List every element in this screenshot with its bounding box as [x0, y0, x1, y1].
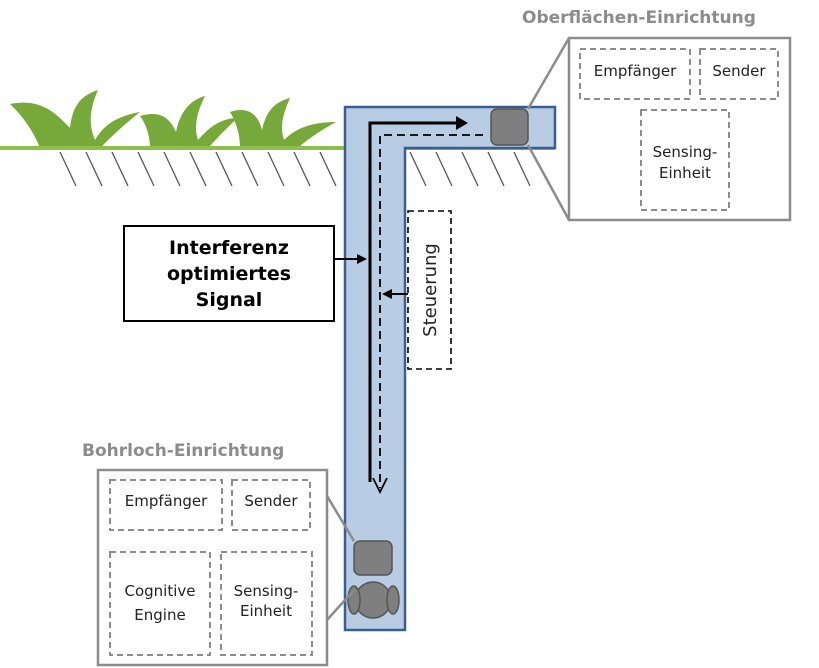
borehole-sensing-label-1: Sensing- [234, 582, 299, 600]
borehole-unit-title: Bohrloch-Einrichtung [82, 441, 284, 461]
surface-device [490, 108, 529, 146]
signal-box-line-3: Signal [196, 289, 263, 311]
borehole-device [353, 540, 393, 576]
surface-unit-title: Oberflächen-Einrichtung [522, 8, 756, 28]
signal-box [123, 225, 335, 322]
plant-3 [230, 98, 336, 148]
surface-unit-frame [567, 36, 792, 222]
signal-path-up [368, 121, 462, 482]
ground-hatching [59, 151, 531, 187]
signal-box-line-1: Interferenz [169, 237, 289, 259]
surface-connector-top [526, 37, 571, 110]
borehole-connector-bottom [326, 589, 355, 621]
borehole-receiver-label: Empfänger [125, 492, 208, 510]
surface-sensing-label-2: Einheit [659, 164, 711, 182]
surface-transmitter-box [699, 48, 779, 100]
borehole-cognitive-label-1: Cognitive [124, 582, 195, 600]
borehole-cognitive-box [109, 551, 211, 656]
surface-connector-bottom [526, 144, 571, 221]
surface-transmitter-label: Sender [712, 62, 766, 80]
borehole-transmitter-box [231, 479, 311, 531]
surface-receiver-label: Empfänger [594, 62, 677, 80]
signal-pointer-arrowhead [357, 254, 367, 264]
borehole-transmitter-label: Sender [244, 492, 298, 510]
borehole-receiver-box [109, 479, 223, 531]
surface-sensing-label-1: Sensing- [653, 143, 718, 161]
surface-sensing-box [640, 109, 730, 211]
signal-box-line-2: optimiertes [167, 263, 291, 285]
control-arrowhead [372, 477, 388, 495]
borehole-pipe [343, 105, 557, 632]
borehole-unit-frame [96, 468, 329, 667]
vegetation [10, 90, 336, 148]
control-label: Steuerung [420, 243, 441, 337]
signal-arrowhead [456, 116, 468, 130]
control-path-down [379, 134, 483, 488]
borehole-sensing-box [220, 551, 313, 656]
drill-bit-right [386, 585, 400, 615]
plant-1 [10, 90, 140, 148]
plant-2 [140, 96, 238, 148]
borehole-sensing-label-2: Einheit [240, 602, 292, 620]
control-pointer-arrowhead [382, 289, 392, 299]
control-box [407, 210, 452, 370]
borehole-connector-top [325, 495, 356, 542]
surface-receiver-box [579, 48, 691, 100]
borehole-cognitive-label-2: Engine [134, 606, 185, 624]
